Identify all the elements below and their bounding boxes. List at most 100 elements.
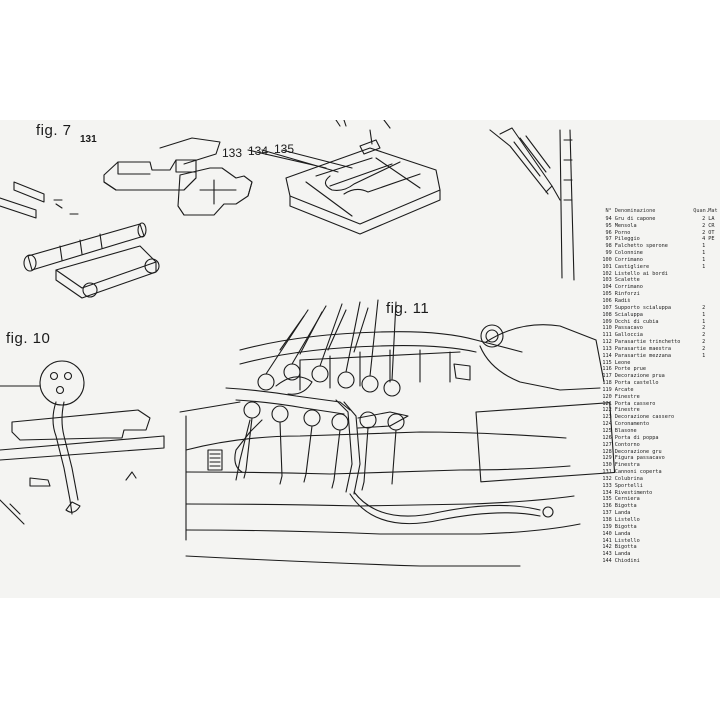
- row-qty: 2: [702, 229, 706, 236]
- row-name: Listello ai bordi: [614, 270, 668, 277]
- row-number: 133: [602, 482, 612, 489]
- header-qty: Quan.: [693, 208, 709, 214]
- row-qty: [693, 469, 705, 476]
- row-number: 144: [602, 558, 612, 565]
- row-number: 104: [602, 284, 612, 291]
- row-number: 115: [602, 359, 612, 366]
- row-number: 95: [605, 222, 612, 229]
- row-number: 142: [602, 544, 612, 551]
- row-name: Porno: [614, 229, 631, 236]
- row-name: Scalette: [614, 277, 640, 284]
- row-material: [705, 387, 720, 394]
- row-material: [705, 332, 720, 339]
- row-qty: [693, 524, 705, 531]
- row-name: Decorazione gru: [614, 448, 662, 455]
- row-qty: [693, 503, 705, 510]
- row-qty: 2: [702, 345, 706, 352]
- row-material: [705, 407, 720, 414]
- row-number: 129: [602, 455, 612, 462]
- row-number: 113: [602, 345, 612, 352]
- row-material: [705, 373, 720, 380]
- row-number: 106: [602, 297, 612, 304]
- parts-list-header: N° Denominazione Quan. Mat: [598, 208, 720, 215]
- part-133-label: 133: [222, 146, 243, 160]
- row-number: 102: [602, 270, 612, 277]
- row-material: [705, 414, 720, 421]
- row-qty: [693, 421, 705, 428]
- row-material: [705, 469, 720, 476]
- row-material: [705, 325, 720, 332]
- fig7-part-number: 131: [80, 134, 97, 145]
- row-number: 131: [602, 469, 612, 476]
- row-name: Porta cassero: [614, 400, 656, 407]
- row-material: [705, 455, 720, 462]
- row-name: Porta castello: [614, 380, 659, 387]
- row-number: 110: [602, 325, 612, 332]
- header-mat: Mat: [708, 208, 718, 214]
- row-name: Parasartie trinchetto: [614, 339, 681, 346]
- row-name: Leone: [614, 359, 631, 366]
- row-qty: [693, 462, 705, 469]
- row-number: 134: [602, 489, 612, 496]
- row-qty: 1: [702, 256, 706, 263]
- row-name: Landa: [614, 530, 631, 537]
- row-qty: [693, 414, 705, 421]
- row-number: 100: [602, 256, 612, 263]
- row-qty: [693, 531, 705, 538]
- row-number: 126: [602, 434, 612, 441]
- row-qty: 1: [702, 243, 706, 250]
- row-name: Parasartie mezzana: [614, 352, 671, 359]
- row-material: [705, 319, 720, 326]
- header-name: Denominazione: [614, 208, 656, 214]
- row-name: Porte prue: [614, 366, 646, 373]
- row-name: Figura passacavo: [614, 455, 665, 462]
- row-material: [705, 394, 720, 401]
- row-material: [705, 428, 720, 435]
- row-qty: [693, 490, 705, 497]
- row-qty: 1: [702, 318, 706, 325]
- row-number: 137: [602, 510, 612, 517]
- row-material: [705, 277, 720, 284]
- row-name: Sportelli: [614, 482, 643, 489]
- row-name: Cannoni coperta: [614, 469, 662, 476]
- row-number: 140: [602, 530, 612, 537]
- row-name: Chiodini: [614, 558, 640, 565]
- row-material: [705, 257, 720, 264]
- row-material: [705, 524, 720, 531]
- row-material: [705, 291, 720, 298]
- row-qty: [693, 551, 705, 558]
- row-material: [705, 462, 720, 469]
- row-qty: [693, 373, 705, 380]
- row-qty: [693, 394, 705, 401]
- row-qty: 4: [702, 236, 706, 243]
- row-name: Galloccia: [614, 332, 643, 339]
- row-qty: [693, 387, 705, 394]
- row-name: Scialuppa: [614, 311, 643, 318]
- fig7-cannon-barrel-pieces: [0, 181, 79, 219]
- row-number: 99: [605, 250, 612, 257]
- row-qty: 2: [702, 215, 706, 222]
- row-number: 101: [602, 263, 612, 270]
- row-number: 132: [602, 475, 612, 482]
- row-qty: [693, 360, 705, 367]
- row-number: 118: [602, 380, 612, 387]
- row-material: [705, 551, 720, 558]
- row-number: 98: [605, 243, 612, 250]
